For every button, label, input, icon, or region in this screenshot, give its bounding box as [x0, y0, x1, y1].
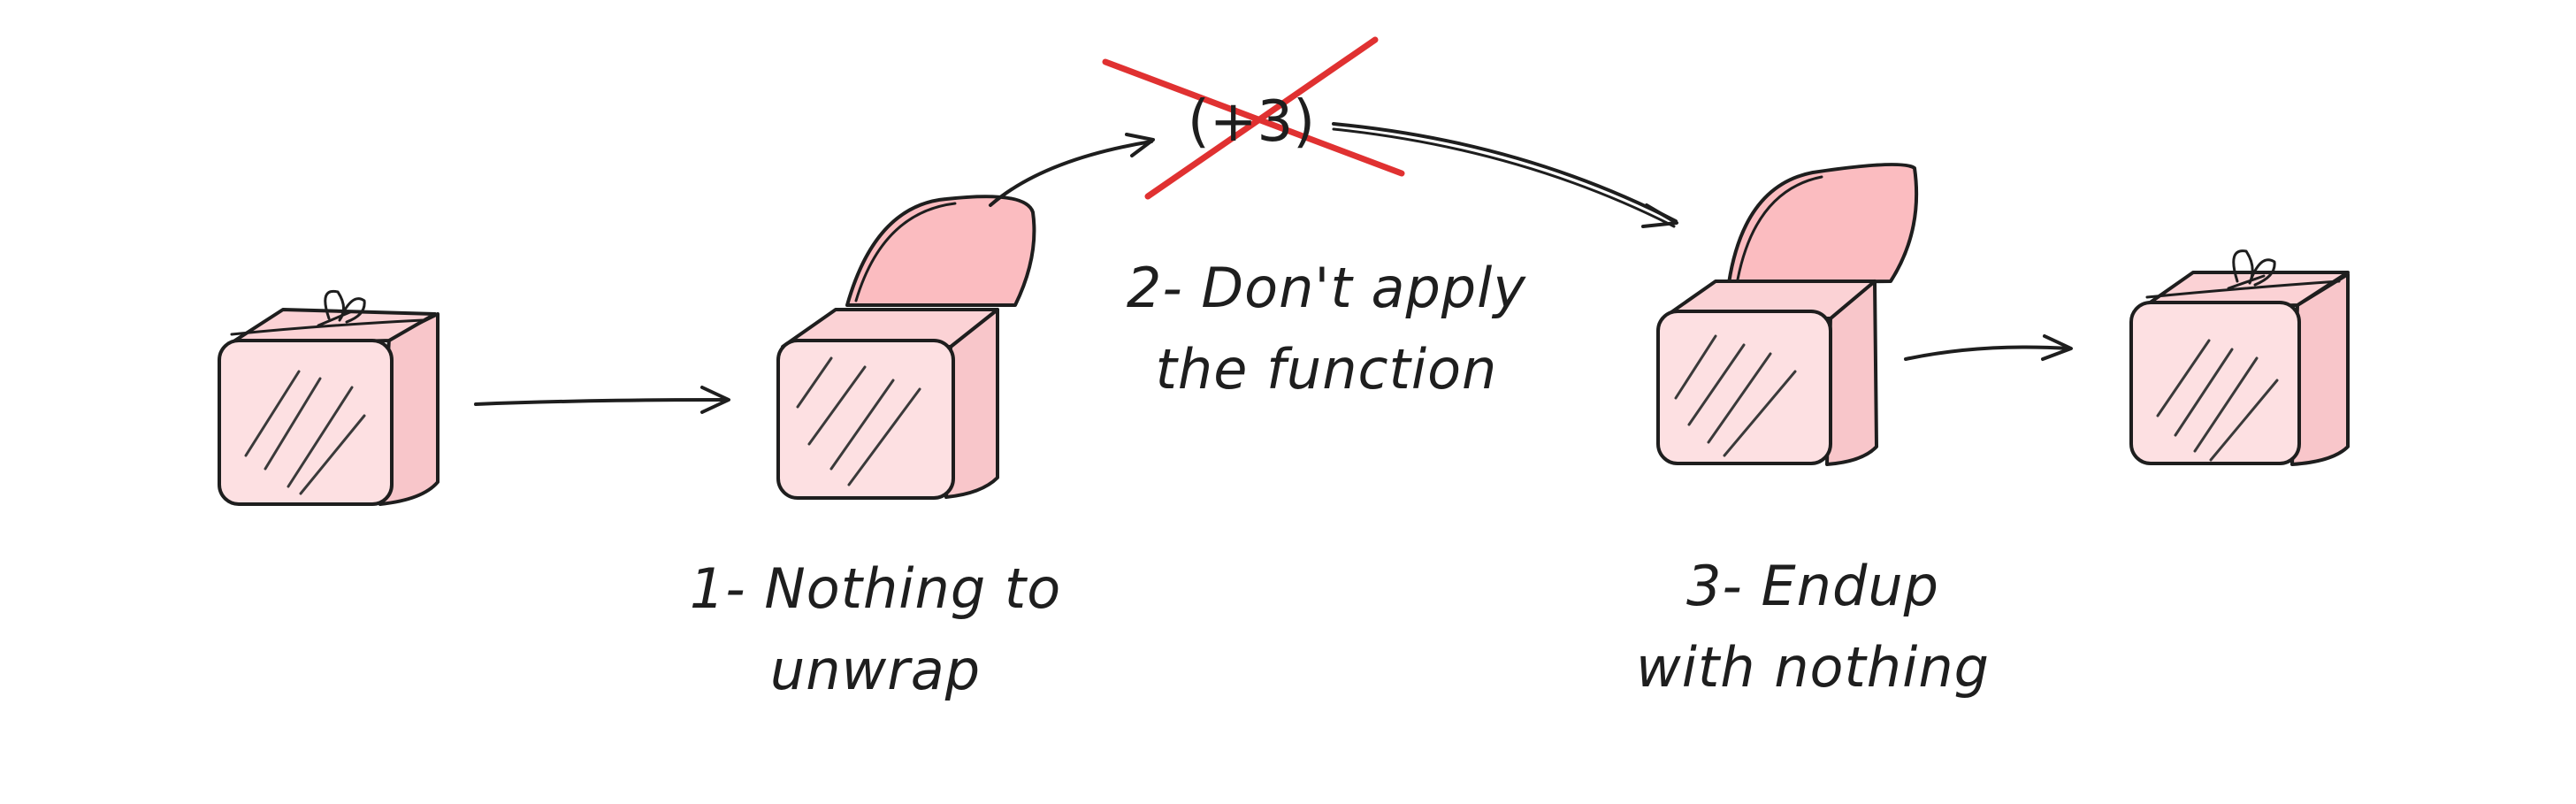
step1-label-line1: 1- Nothing to	[689, 556, 1062, 621]
box-hatching	[244, 370, 366, 495]
open-box-step3	[1656, 163, 1919, 466]
arrow-4	[1904, 334, 2073, 361]
ribbon	[230, 310, 424, 336]
step1-label-line2: unwrap	[769, 638, 982, 702]
bow-icon	[324, 289, 366, 324]
box-side-face	[2290, 272, 2350, 466]
cross-line-2	[1144, 36, 1379, 200]
crossed-out-function	[1102, 36, 1405, 200]
box-lid	[1727, 163, 1919, 285]
box-front-face	[218, 339, 394, 506]
function-label: (+3)	[1187, 89, 1316, 155]
box-lid	[845, 195, 1036, 307]
box-front-face	[2129, 301, 2301, 465]
arrow-3	[1332, 122, 1678, 228]
box-side-face	[378, 312, 440, 506]
box-side-face	[944, 308, 999, 499]
bow-icon	[2232, 249, 2276, 287]
box-hatching	[1674, 334, 1797, 457]
box-side-face	[1825, 279, 1878, 466]
cross-line-1	[1102, 58, 1405, 177]
step2-label-line1: 2- Don't apply	[1126, 256, 1527, 320]
open-box-step1	[776, 195, 1036, 500]
step3-label-line2: with nothing	[1636, 635, 1990, 700]
ribbon	[2145, 274, 2341, 299]
step2-label-line2: the function	[1155, 337, 1498, 402]
box-front-face	[1656, 310, 1832, 465]
arrow-2	[989, 133, 1155, 207]
wrapped-box-end	[2129, 249, 2350, 466]
box-hatching	[796, 356, 921, 486]
wrapped-box-start	[218, 289, 440, 506]
box-hatching	[2156, 339, 2279, 462]
arrow-1	[474, 386, 730, 414]
step3-label-line1: 3- Endup	[1685, 554, 1939, 618]
